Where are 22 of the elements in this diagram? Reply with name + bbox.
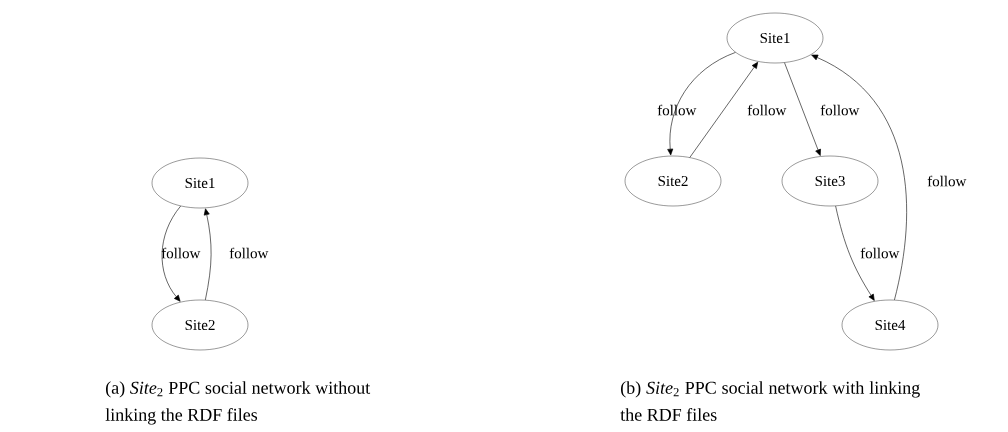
ellipse-node: Site4 (841, 299, 939, 351)
ellipse-node: Site3 (781, 155, 879, 207)
arrow (161, 205, 181, 302)
edge-label: follow (747, 104, 787, 116)
edge-label: follow (927, 175, 967, 187)
arrow (784, 62, 821, 156)
edge-label: follow (820, 104, 860, 116)
edge-label: follow (161, 247, 201, 259)
arrow (203, 208, 212, 301)
ellipse-node: Site2 (624, 155, 722, 207)
arrow (689, 61, 759, 158)
arrow (667, 52, 736, 156)
edge-label: follow (860, 247, 900, 259)
ellipse-node: Site1 (151, 157, 249, 209)
arrow (835, 205, 875, 301)
edge-label: follow (657, 104, 697, 116)
edge-label: follow (229, 247, 269, 259)
arrow (811, 54, 907, 301)
caption: (a) Site$_{2}$ PPC social network without linking the RDF files (105, 381, 371, 425)
caption: (b) Site$_{2}$ PPC social network with linking the RDF files (620, 381, 920, 421)
ellipse-node: Site2 (151, 299, 249, 351)
ellipse-node: Site1 (726, 12, 824, 64)
